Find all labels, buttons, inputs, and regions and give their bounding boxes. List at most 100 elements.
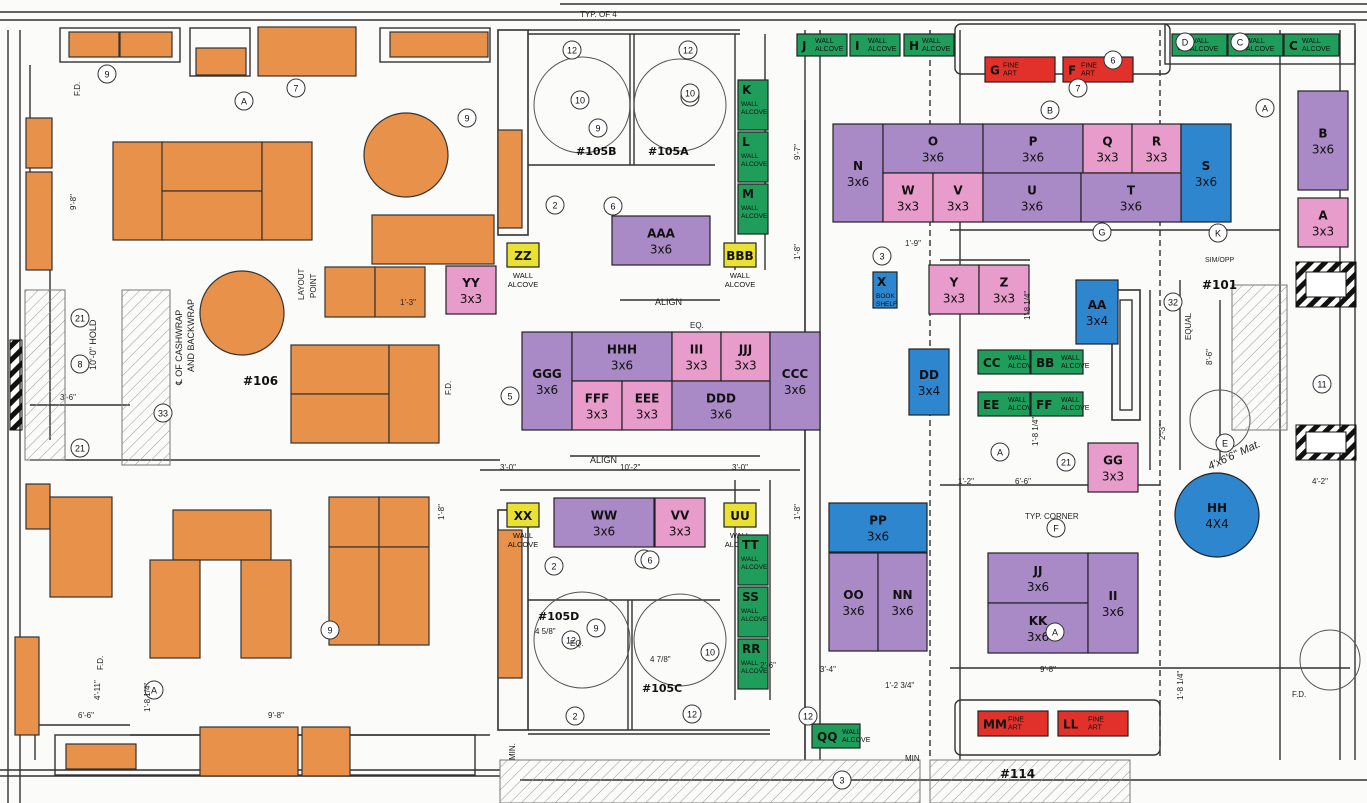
fixture-sub: WALL: [741, 101, 759, 108]
fixture-sub: WALL: [741, 556, 759, 563]
fixture-shape: [1174, 472, 1260, 558]
fixture-code: F: [1068, 64, 1076, 78]
callout-text: 9: [464, 114, 469, 124]
callout-text: K: [1215, 229, 1221, 239]
fixture-size: 3x3: [897, 200, 919, 214]
callout-marker: 7: [286, 78, 306, 98]
fixture-shape: [506, 502, 540, 528]
fixture-size: 3x6: [1312, 143, 1334, 157]
dimension-text: 2'-3": [1158, 424, 1167, 440]
note-layout-2: POINT: [309, 273, 318, 298]
fixture-code: T: [1127, 184, 1136, 198]
fixture-shape: [769, 331, 821, 431]
callout-marker: 12: [561, 630, 581, 650]
fixture-sub: WALL: [741, 153, 759, 160]
fixture-shape: [1075, 279, 1119, 345]
fixture-code: VV: [671, 509, 690, 523]
note-fd-1: F.D.: [73, 82, 82, 96]
callout-marker: 6: [603, 196, 623, 216]
fixture-size: 3x3: [636, 408, 658, 422]
callout-circle: [97, 64, 117, 84]
fixture-shape: [737, 638, 769, 690]
fixture-shape: [1297, 197, 1349, 248]
fixture-sub: ALCOVE: [741, 109, 768, 116]
fixture-code: DDD: [706, 392, 736, 406]
callout-text: 9: [104, 70, 109, 80]
callout-circle: [144, 680, 164, 700]
dimension-text: 3'-6": [60, 393, 76, 402]
callout-marker: A: [144, 680, 164, 700]
fixture-shape: [737, 183, 769, 235]
note-eq: EQ.: [570, 639, 584, 648]
fixture-shape: [977, 349, 1031, 375]
callout-circle: [1068, 78, 1088, 98]
fixture-size: 3x6: [842, 604, 864, 618]
callout-text: A: [1262, 104, 1268, 114]
callout-marker: 3: [832, 770, 852, 790]
dimension-text: 2'-6": [760, 661, 776, 670]
fixture-code: III: [690, 343, 703, 357]
note-layout-1: LAYOUT: [297, 268, 306, 300]
callout-text: 2: [551, 562, 556, 572]
